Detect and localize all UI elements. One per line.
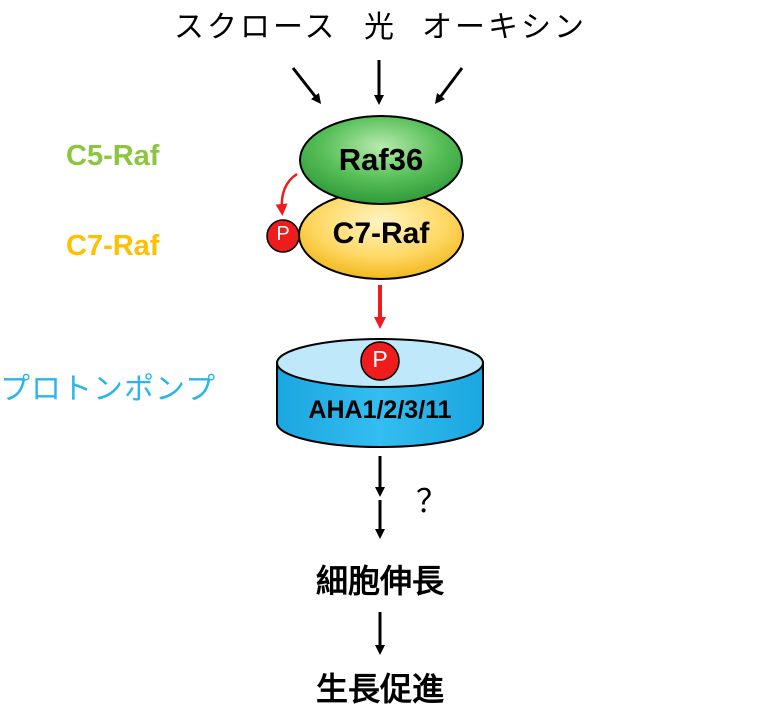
input-light: 光 [364,10,397,45]
uncertain-mark: ？ [416,482,449,520]
sucrose-arrow [291,67,322,104]
c7-raf-phospho-circle [266,219,300,253]
c5-raf-label: C5-Raf [66,140,160,172]
raf36-ellipse [299,115,463,205]
growth-promotion-label: 生長促進 [315,670,444,708]
c7-raf-phospho-label: P [276,223,290,245]
input-auxin: オーキシン [422,10,587,45]
input-sucrose: スクロース [174,10,338,45]
aha-label: AHA1/2/3/11 [308,396,452,424]
c7-raf-label: C7-Raf [66,230,160,262]
c7-raf-ellipse-label: C7-Raf [332,217,430,250]
phosphorylation-curve-arrow [275,172,298,216]
pump-phospho-label: P [372,346,388,372]
pump-phospho-circle [360,341,400,381]
cell-elongation-label: 細胞伸長 [315,562,444,600]
raf36-label: Raf36 [338,142,424,177]
auxin-arrow [435,67,464,104]
proton-pump-label: プロトンポンプ [0,372,217,407]
